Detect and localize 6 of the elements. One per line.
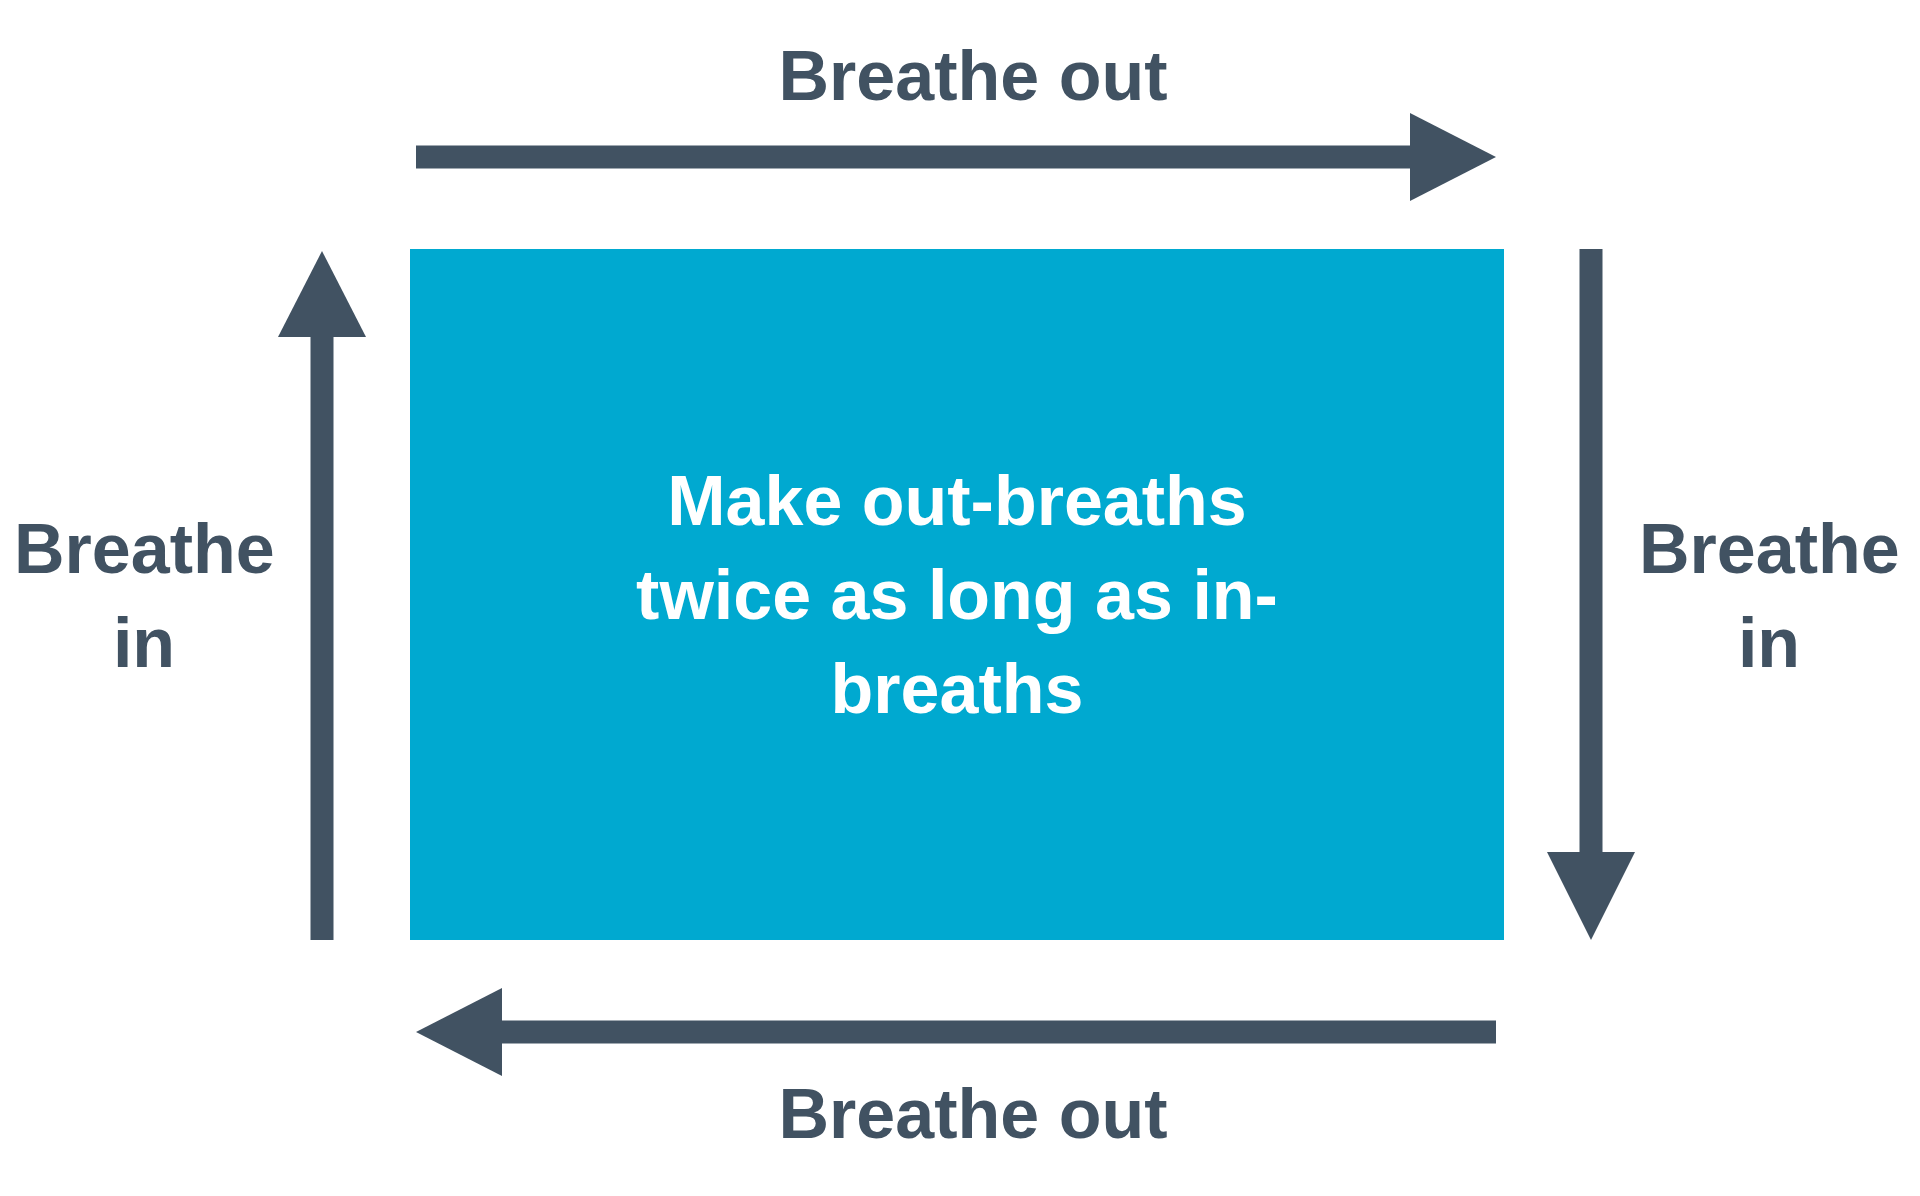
instruction-text: Make out-breaths twice as long as in-breaths (635, 460, 1279, 730)
instruction-box (410, 249, 1504, 940)
breathing-label: Breathe in (1639, 509, 1899, 684)
breathing-label: Breathe in (14, 509, 274, 684)
breathing-label: Breathe out (777, 1074, 1169, 1155)
breathing-label: Breathe out (777, 36, 1169, 117)
